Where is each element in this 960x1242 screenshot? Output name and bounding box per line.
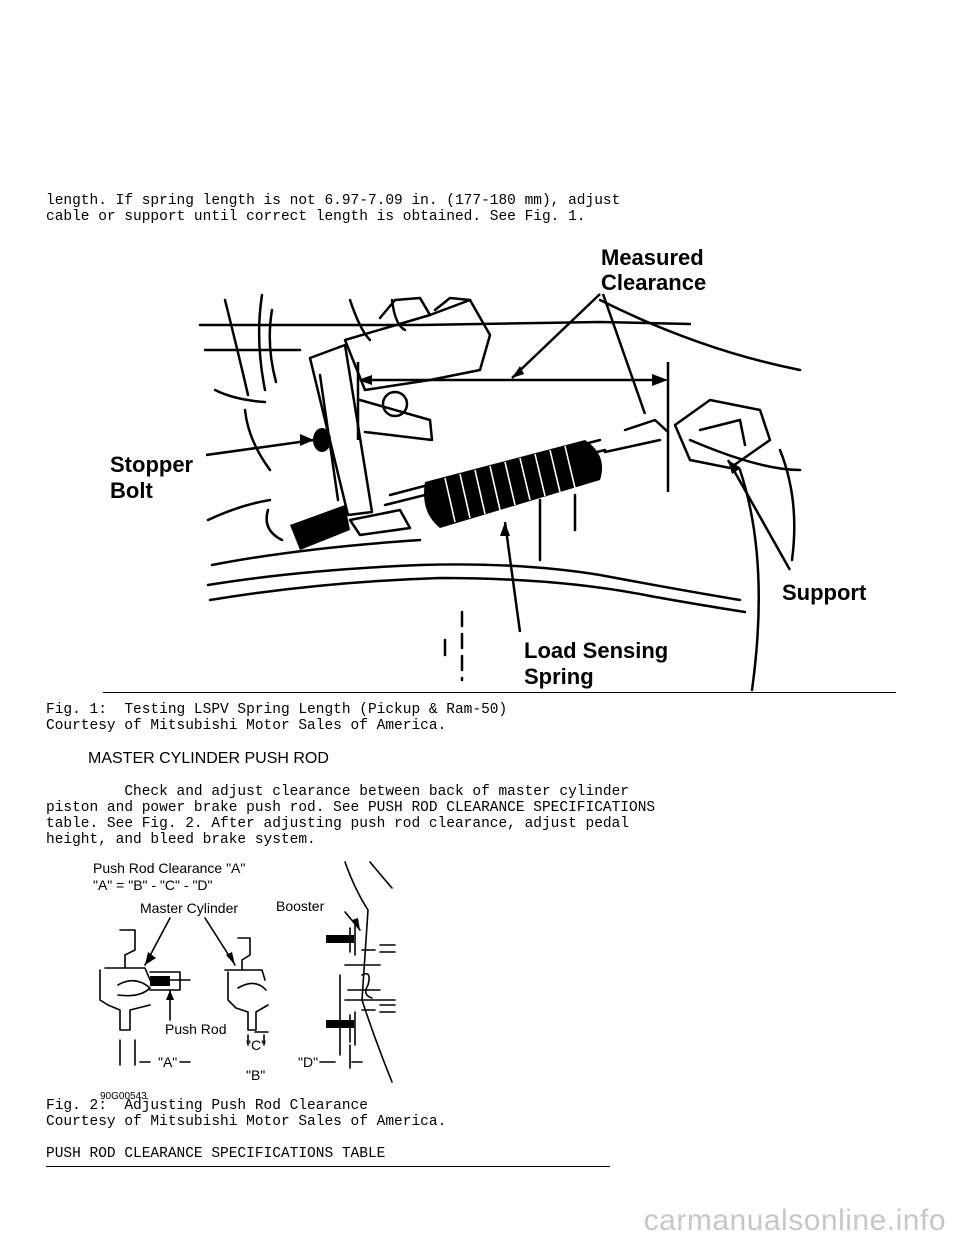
label-d: "D" bbox=[298, 1054, 318, 1070]
intro-line-1: length. If spring length is not 6.97-7.0… bbox=[46, 193, 621, 209]
figure-1-labels: Measured Clearance Stopper Bolt Support … bbox=[110, 245, 867, 689]
watermark: carmanualsonline.info bbox=[643, 1204, 946, 1237]
figure-1-rule bbox=[103, 692, 896, 693]
label-support: Support bbox=[782, 580, 867, 605]
paragraph-line-1: Check and adjust clearance between back … bbox=[46, 784, 629, 800]
paragraph-line-4: height, and bleed brake system. bbox=[46, 832, 316, 848]
label-load-1: Load Sensing bbox=[524, 638, 668, 663]
paragraph-line-3: table. See Fig. 2. After adjusting push … bbox=[46, 816, 629, 832]
intro-line-2: cable or support until correct length is… bbox=[46, 209, 586, 225]
label-stopper-1: Stopper bbox=[110, 452, 194, 477]
figure-2-courtesy: Courtesy of Mitsubishi Motor Sales of Am… bbox=[46, 1114, 447, 1130]
label-master-cylinder: Master Cylinder bbox=[140, 900, 238, 916]
label-measured-1: Measured bbox=[601, 245, 704, 270]
label-formula: "A" = "B" - "C" - "D" bbox=[93, 877, 213, 893]
label-a: "A" bbox=[158, 1054, 177, 1070]
label-figure-code: 90G00543 bbox=[100, 1091, 147, 1102]
lspv-illustration bbox=[198, 293, 802, 692]
label-b: "B" bbox=[246, 1067, 265, 1083]
paragraph-line-2: piston and power brake push rod. See PUS… bbox=[46, 800, 656, 816]
label-booster: Booster bbox=[276, 898, 325, 914]
label-stopper-2: Bolt bbox=[110, 478, 153, 503]
label-push-rod: Push Rod bbox=[165, 1021, 226, 1037]
figure-1-courtesy: Courtesy of Mitsubishi Motor Sales of Am… bbox=[46, 718, 447, 734]
spring-coils bbox=[424, 440, 603, 528]
table-title: PUSH ROD CLEARANCE SPECIFICATIONS TABLE bbox=[46, 1146, 386, 1162]
section-heading: MASTER CYLINDER PUSH ROD bbox=[88, 750, 329, 767]
label-measured-2: Clearance bbox=[601, 270, 706, 295]
label-push-rod-clearance: Push Rod Clearance "A" bbox=[93, 860, 245, 876]
figure-1-caption: Fig. 1: Testing LSPV Spring Length (Pick… bbox=[46, 702, 508, 718]
table-rule bbox=[46, 1166, 610, 1167]
figure-2-caption: Fig. 2: Adjusting Push Rod Clearance bbox=[46, 1098, 368, 1114]
label-load-2: Spring bbox=[524, 664, 594, 689]
label-c: "C" bbox=[246, 1037, 266, 1053]
